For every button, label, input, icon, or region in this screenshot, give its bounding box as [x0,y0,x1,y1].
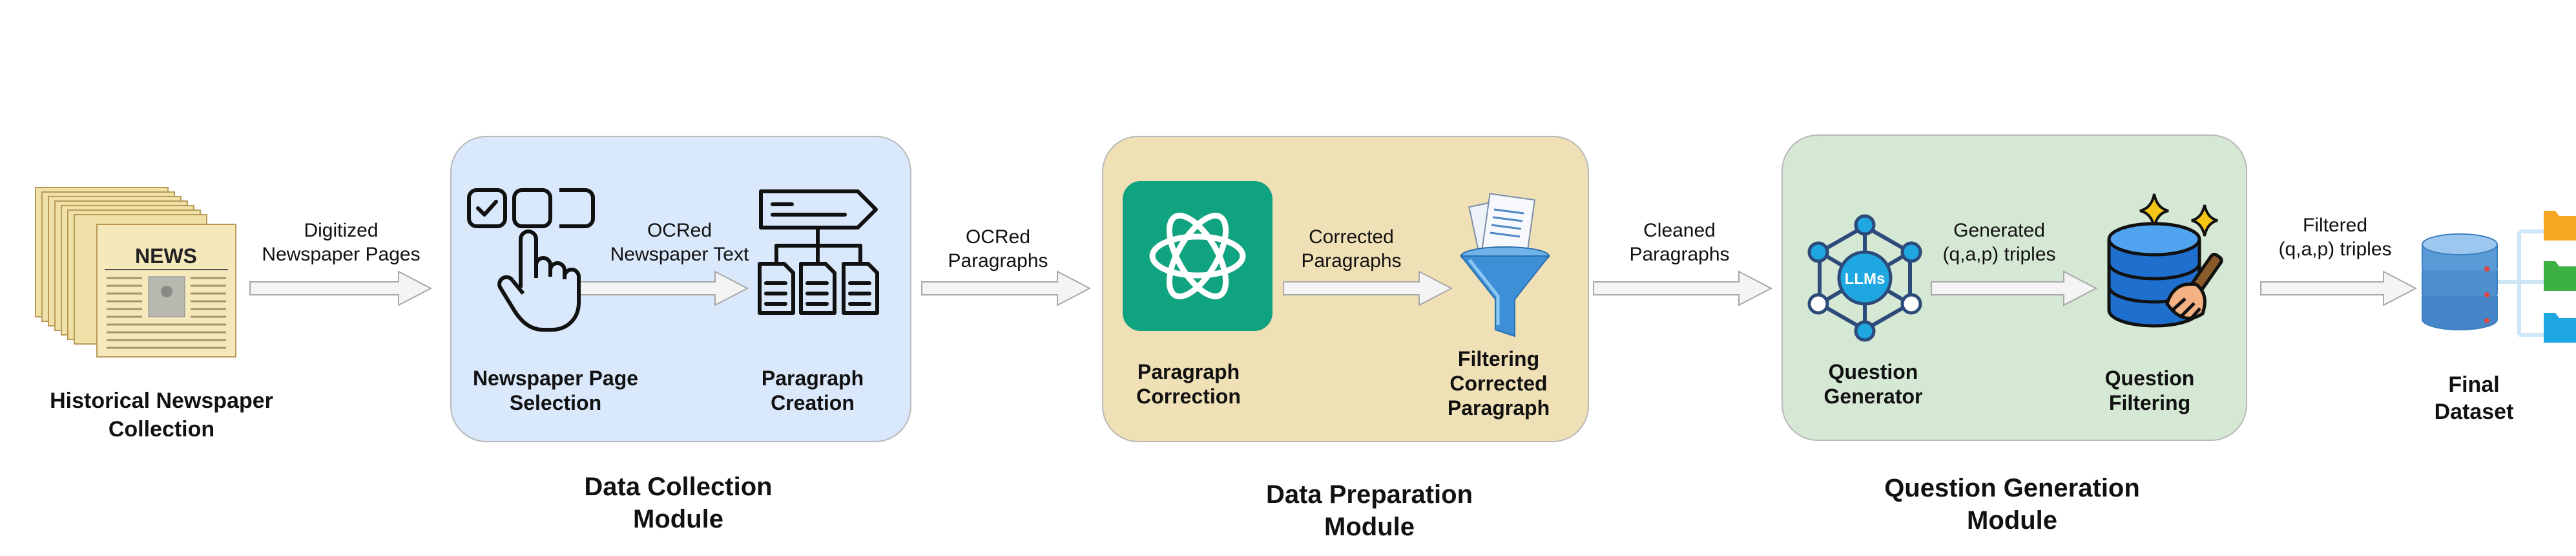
module-title-question-generation: Question Generation Module [1825,472,2199,537]
edge-label-ocred-text: OCRed Newspaper Text [589,219,770,266]
edge-label-line: Cleaned [1643,220,1716,241]
llm-icon-label: LLMs [1845,270,1885,288]
arrow-generated-triples [1931,270,2098,306]
node-label-line: Creation [771,391,855,414]
node-label-line: Paragraph [1137,360,1240,383]
edge-label-line: Paragraphs [948,250,1048,272]
edge-label-line: Filtered [2302,215,2368,236]
node-label-line: Collection [108,417,215,442]
module-title-line: Module [1324,513,1415,541]
node-label-line: Final [2448,372,2500,397]
edge-label-line: Generated [1953,220,2045,241]
edge-label-filtered: Filtered (q,a,p) triples [2245,213,2425,261]
news-masthead: NEWS [135,244,197,268]
label-question-generator: Question Generator [1783,359,1964,409]
final-dataset-icon [2422,211,2576,343]
edge-label-generated: Generated (q,a,p) triples [1909,219,2090,266]
module-title-line: Module [633,505,723,533]
label-question-filtering: Question Filtering [2059,366,2240,415]
newspaper-stack-icon: NEWS [35,187,236,358]
edge-label-line: Corrected [1309,226,1394,248]
node-label-line: Paragraph [1447,396,1550,420]
arrow-cleaned-paragraphs [1593,270,1773,306]
arrow-ocred-paragraphs [921,270,1092,306]
module-title-line: Module [1967,506,2057,535]
edge-label-line: (q,a,p) triples [2278,239,2392,260]
edge-label-cleaned: Cleaned Paragraphs [1589,219,1770,266]
node-label-line: Historical Newspaper [50,389,273,413]
edge-label-corrected: Corrected Paragraphs [1261,225,1442,273]
node-label-line: Filtering [1457,347,1540,370]
node-label-line: Correction [1136,385,1241,408]
node-label-line: Filtering [2108,391,2191,414]
edge-label-line: OCRed [965,226,1031,248]
module-title-line: Data Collection [584,473,773,501]
arrow-digitized-pages [249,270,433,306]
edge-label-line: Paragraphs [1301,250,1402,272]
arrow-filtered-triples [2260,270,2418,306]
node-label-line: Selection [509,391,602,414]
edge-label-ocred-paragraphs: OCRed Paragraphs [908,225,1088,273]
database-cleanup-icon [2107,193,2223,328]
label-paragraph-creation: Paragraph Creation [722,366,903,415]
openai-logo-icon [1123,181,1272,331]
edge-label-line: (q,a,p) triples [1942,244,2056,265]
edge-label-line: Paragraphs [1629,244,1730,265]
node-label-line: Corrected [1449,372,1548,395]
node-label-line: Question [2104,367,2195,390]
label-final-dataset: Final Dataset [2390,371,2558,425]
label-filtering-corrected-paragraph: Filtering Corrected Paragraph [1411,347,1586,420]
filter-funnel-icon [1459,193,1551,337]
edge-label-line: Newspaper Pages [262,244,421,265]
edge-label-line: OCRed [647,220,712,241]
module-title-line: Question Generation [1884,474,2140,502]
module-title-data-collection: Data Collection Module [517,471,840,535]
page-selection-icon [467,188,595,332]
node-label-line: Generator [1823,385,1923,408]
edge-label-line: Digitized [304,220,379,241]
edge-label-digitized: Digitized Newspaper Pages [251,219,431,266]
label-newspaper-page-selection: Newspaper Page Selection [452,366,659,415]
module-title-data-preparation: Data Preparation Module [1182,478,1557,543]
node-label-line: Newspaper Page [472,367,639,390]
paragraph-creation-icon [758,189,879,315]
module-title-line: Data Preparation [1265,480,1473,509]
node-label-line: Dataset [2434,400,2514,424]
arrow-corrected-paragraphs [1283,270,1453,306]
llm-network-icon: LLMs [1807,214,1922,342]
edge-label-line: Newspaper Text [610,244,749,265]
node-label-line: Paragraph [761,367,864,390]
node-label-line: Question [1828,360,1918,383]
label-historical-newspaper-collection: Historical Newspaper Collection [13,387,310,444]
arrow-ocred-text [579,270,749,306]
label-paragraph-correction: Paragraph Correction [1098,359,1279,409]
